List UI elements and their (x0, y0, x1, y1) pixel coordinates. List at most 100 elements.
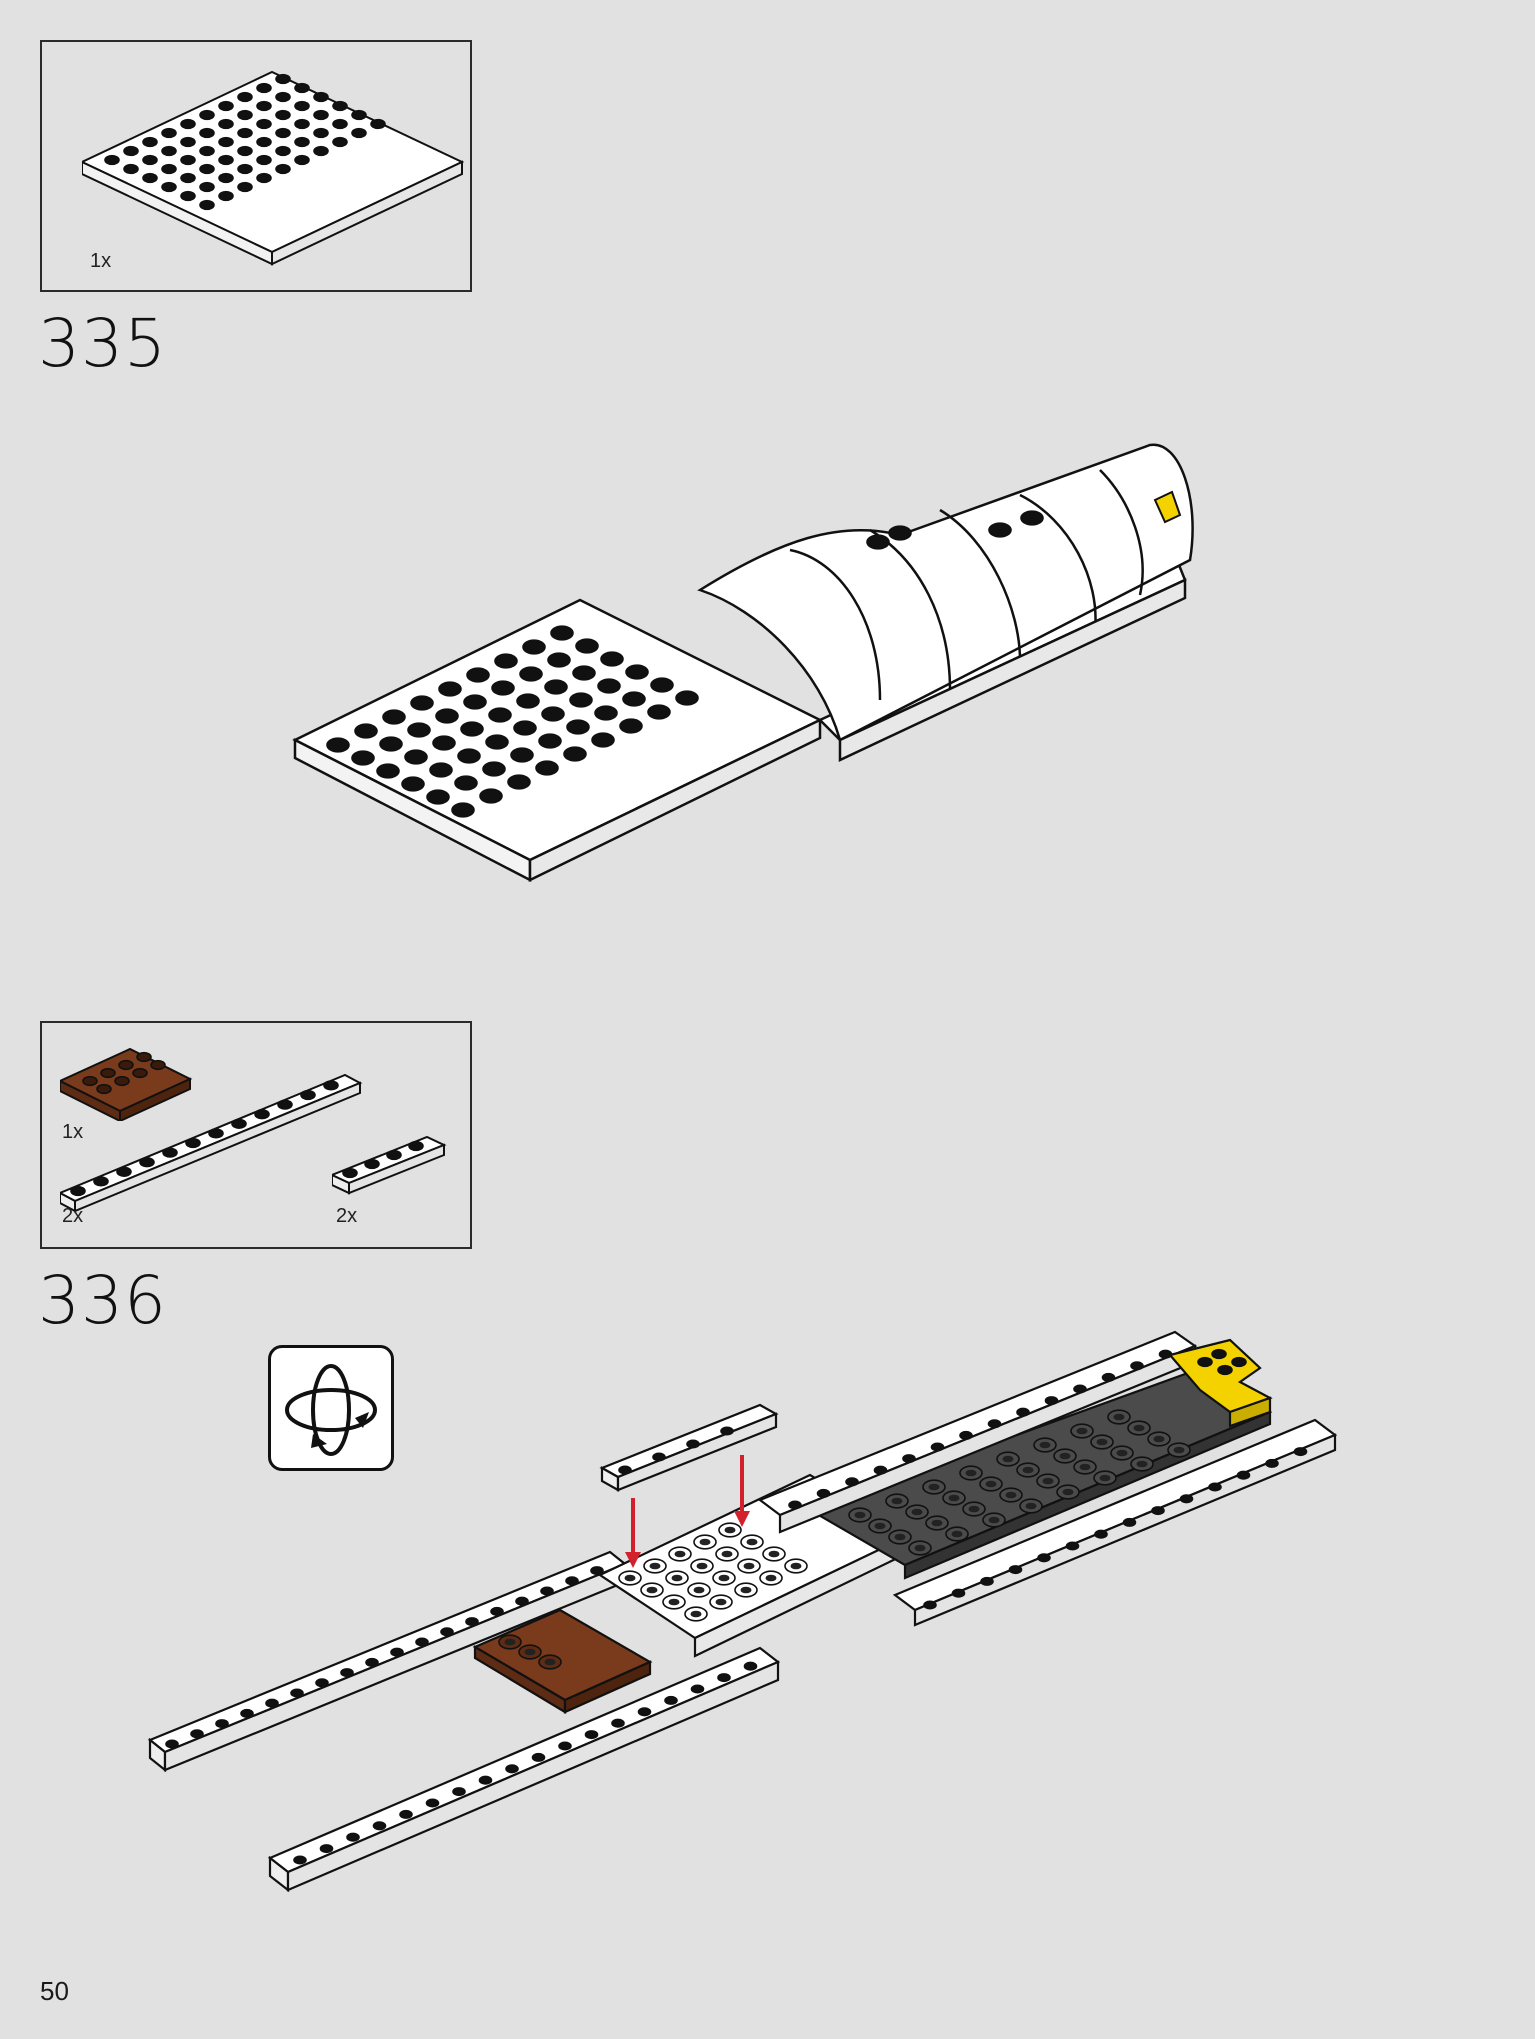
stud (351, 750, 375, 766)
stud (1197, 1356, 1213, 1368)
stud-hole (693, 1586, 705, 1594)
stud (1151, 1506, 1165, 1516)
stud (959, 1430, 973, 1440)
stud (319, 1844, 334, 1854)
stud (479, 788, 503, 804)
stud (690, 1684, 705, 1694)
stud (240, 1708, 254, 1718)
stud (313, 127, 329, 139)
stud (401, 776, 425, 792)
stud-hole (696, 1562, 708, 1570)
stud (275, 127, 291, 139)
stud-hole (671, 1574, 683, 1582)
stud (237, 91, 253, 103)
stud (1179, 1494, 1194, 1504)
stud (290, 1688, 304, 1698)
stud (572, 665, 596, 681)
stud (652, 1452, 666, 1462)
stud (340, 1668, 354, 1678)
stud (1265, 1458, 1279, 1468)
stud (123, 145, 139, 157)
stud (584, 1730, 599, 1740)
stud (466, 667, 490, 683)
part-qty: 2x (62, 1205, 84, 1227)
stud-hole (1062, 1488, 1074, 1496)
stud (218, 172, 234, 184)
stud (866, 534, 890, 550)
stud (531, 1752, 546, 1762)
stud (1293, 1447, 1308, 1457)
stud (452, 1787, 466, 1797)
stud (315, 1678, 329, 1688)
stud (1020, 510, 1044, 526)
stud-hole (544, 1658, 556, 1666)
stud (1211, 1348, 1227, 1360)
stud (118, 1059, 134, 1071)
stud-hole (1022, 1466, 1034, 1474)
stud (482, 761, 506, 777)
stud-hole (524, 1648, 536, 1656)
stud (218, 190, 234, 202)
stud-hole (931, 1519, 943, 1527)
part-qty: 1x (90, 250, 112, 272)
stud-hole (504, 1638, 516, 1646)
stud-hole (965, 1469, 977, 1477)
stud (664, 1695, 678, 1705)
stud-hole (928, 1483, 940, 1491)
stud (100, 1067, 116, 1079)
stud (114, 1075, 130, 1087)
stud-hole (1005, 1491, 1017, 1499)
stud (647, 704, 671, 720)
step-number: 336 (38, 1262, 167, 1339)
step-number: 335 (38, 305, 167, 382)
stud (300, 1089, 316, 1101)
stud (379, 736, 403, 752)
stud (507, 774, 531, 790)
stud (522, 639, 546, 655)
stud (265, 1698, 279, 1708)
stud-hole (1079, 1463, 1091, 1471)
stud (237, 181, 253, 193)
stud-hole (768, 1550, 780, 1558)
stud (294, 118, 310, 130)
stud (516, 693, 540, 709)
white-plate-1x12-icon (60, 1073, 363, 1213)
stud (208, 1128, 224, 1139)
stud (637, 1707, 652, 1717)
stud (1044, 1396, 1059, 1406)
stud-hole (668, 1598, 680, 1606)
stud (351, 109, 367, 121)
stud (275, 109, 291, 121)
stud (566, 719, 590, 735)
stud (1236, 1470, 1251, 1480)
stud (407, 722, 431, 738)
stud (256, 136, 272, 148)
stud (902, 1454, 916, 1464)
stud (256, 82, 272, 94)
stud (591, 732, 615, 748)
stud (987, 1419, 1002, 1429)
stud (365, 1657, 379, 1667)
stud (275, 163, 291, 175)
stud (563, 746, 587, 762)
stud-hole (790, 1562, 802, 1570)
stud (1037, 1553, 1051, 1563)
stud (547, 652, 571, 668)
stud (1122, 1517, 1137, 1527)
stud (1231, 1356, 1247, 1368)
stud (93, 1176, 109, 1187)
stud (165, 1739, 179, 1749)
stud (675, 690, 699, 706)
stud (142, 172, 158, 184)
stud (386, 1149, 402, 1161)
stud-hole (1076, 1427, 1088, 1435)
stud (930, 1442, 945, 1452)
stud (199, 199, 215, 211)
stud (346, 1832, 360, 1842)
part-qty: 1x (62, 1121, 84, 1143)
stud-hole (1116, 1449, 1128, 1457)
stud (1130, 1361, 1144, 1371)
stud (116, 1166, 132, 1177)
stud (323, 1080, 339, 1091)
white-plate-6x10-icon (82, 70, 465, 266)
